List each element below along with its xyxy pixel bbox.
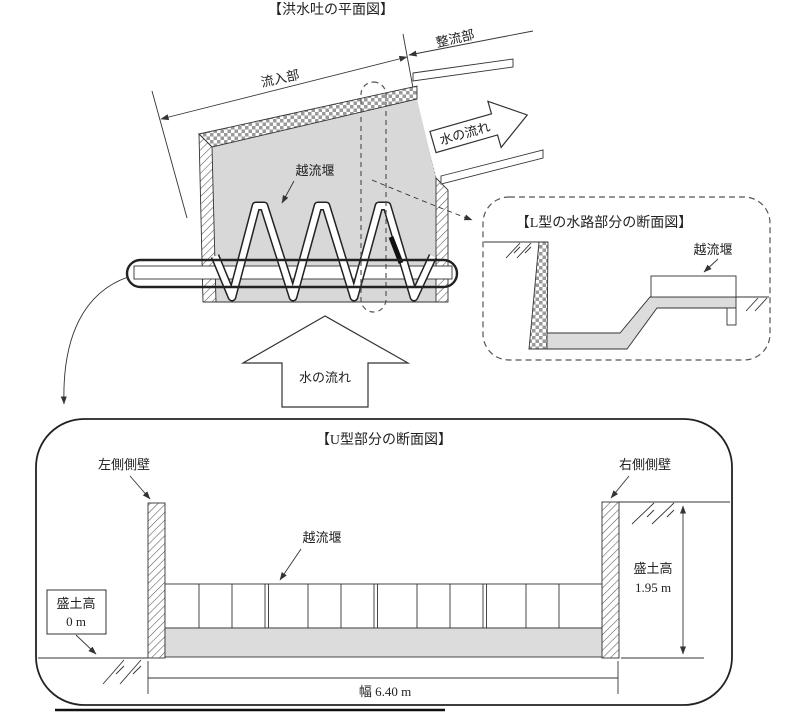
u-weir-panel-joints: [198, 584, 560, 628]
u-left-wall-arrow: [129, 475, 151, 500]
plan-view: 【洪水吐の平面図】 流入部 整流部 越流堰 水の流れ: [60, 2, 544, 408]
u-weir-label: 越流堰: [302, 530, 341, 545]
connector-to-l-section: [371, 179, 473, 221]
extension-line-left: [151, 90, 188, 219]
l-weir-label: 越流堰: [693, 242, 732, 257]
l-weir-block: [650, 275, 737, 298]
right-wall-hatched: [435, 176, 449, 303]
l-channel-floor: [546, 296, 737, 350]
u-ground-symbol-left: [102, 659, 142, 685]
u-ground-symbol-right: [631, 502, 675, 525]
u-left-fill-value: 0 m: [66, 614, 86, 629]
inflow-label: 流入部: [259, 67, 300, 90]
l-ground-symbol-right: [745, 297, 768, 312]
u-weir-row: [164, 583, 603, 629]
l-section-inset: 【L型の水路部分の断面図】 越流堰: [482, 196, 771, 361]
flow-right-arrow-shape: [429, 100, 529, 154]
l-cutoff-tab: [726, 307, 737, 326]
section-cut-highlight: [388, 236, 404, 264]
u-right-fill-label: 盛土高: [633, 561, 672, 576]
l-ground-symbol-left: [505, 242, 532, 259]
inflow-dimension-line: [160, 55, 408, 121]
channel-wall-upper: [412, 58, 514, 82]
u-width-label: 幅 6.40 m: [359, 684, 411, 699]
u-left-wall-label: 左側側壁: [98, 457, 150, 472]
l-weir-arrow: [703, 258, 719, 273]
u-left-fill-label: 盛土高: [56, 596, 95, 611]
weir-sill-band: [133, 265, 453, 280]
l-left-wall-checkered: [528, 241, 549, 350]
u-right-wall-hatched: [601, 501, 620, 659]
l-section-cut-marker: [360, 81, 387, 313]
straightening-label: 整流部: [434, 27, 475, 50]
plan-title: 【洪水吐の平面図】: [268, 2, 394, 18]
u-section-panel: 【U型部分の断面図】 左側側壁 右側側壁 越流堰 盛: [35, 418, 733, 706]
u-weir-arrow: [279, 548, 302, 581]
u-left-wall-hatched: [147, 502, 166, 659]
u-right-wall-label: 右側側壁: [619, 457, 671, 472]
u-right-fill-value: 1.95 m: [635, 580, 671, 595]
l-section-border: [482, 196, 771, 361]
plan-weir-label: 越流堰: [295, 163, 334, 178]
basin-floor: [212, 99, 436, 302]
u-left-fill-box: [46, 589, 107, 635]
u-base-slab: [164, 627, 603, 658]
straightening-dimension-line: [408, 30, 534, 57]
flow-up-arrow-shape: [240, 315, 411, 408]
connector-to-u-section: [60, 276, 129, 405]
flow-up-label: 水の流れ: [299, 370, 351, 385]
flow-up-arrow: 水の流れ: [240, 315, 411, 408]
l-section-title: 【L型の水路部分の断面図】: [516, 215, 693, 231]
channel-wall-lower: [440, 149, 544, 185]
u-right-wall-arrow: [610, 475, 630, 499]
labyrinth-weir-fill: [212, 203, 436, 300]
flow-right-arrow: 水の流れ: [429, 100, 529, 154]
plan-weir-arrow: [281, 180, 295, 204]
u-section-title: 【U型部分の断面図】: [316, 432, 452, 448]
u-left-fill-arrow: [75, 634, 97, 655]
u-section-highlight-oval: [125, 258, 459, 289]
